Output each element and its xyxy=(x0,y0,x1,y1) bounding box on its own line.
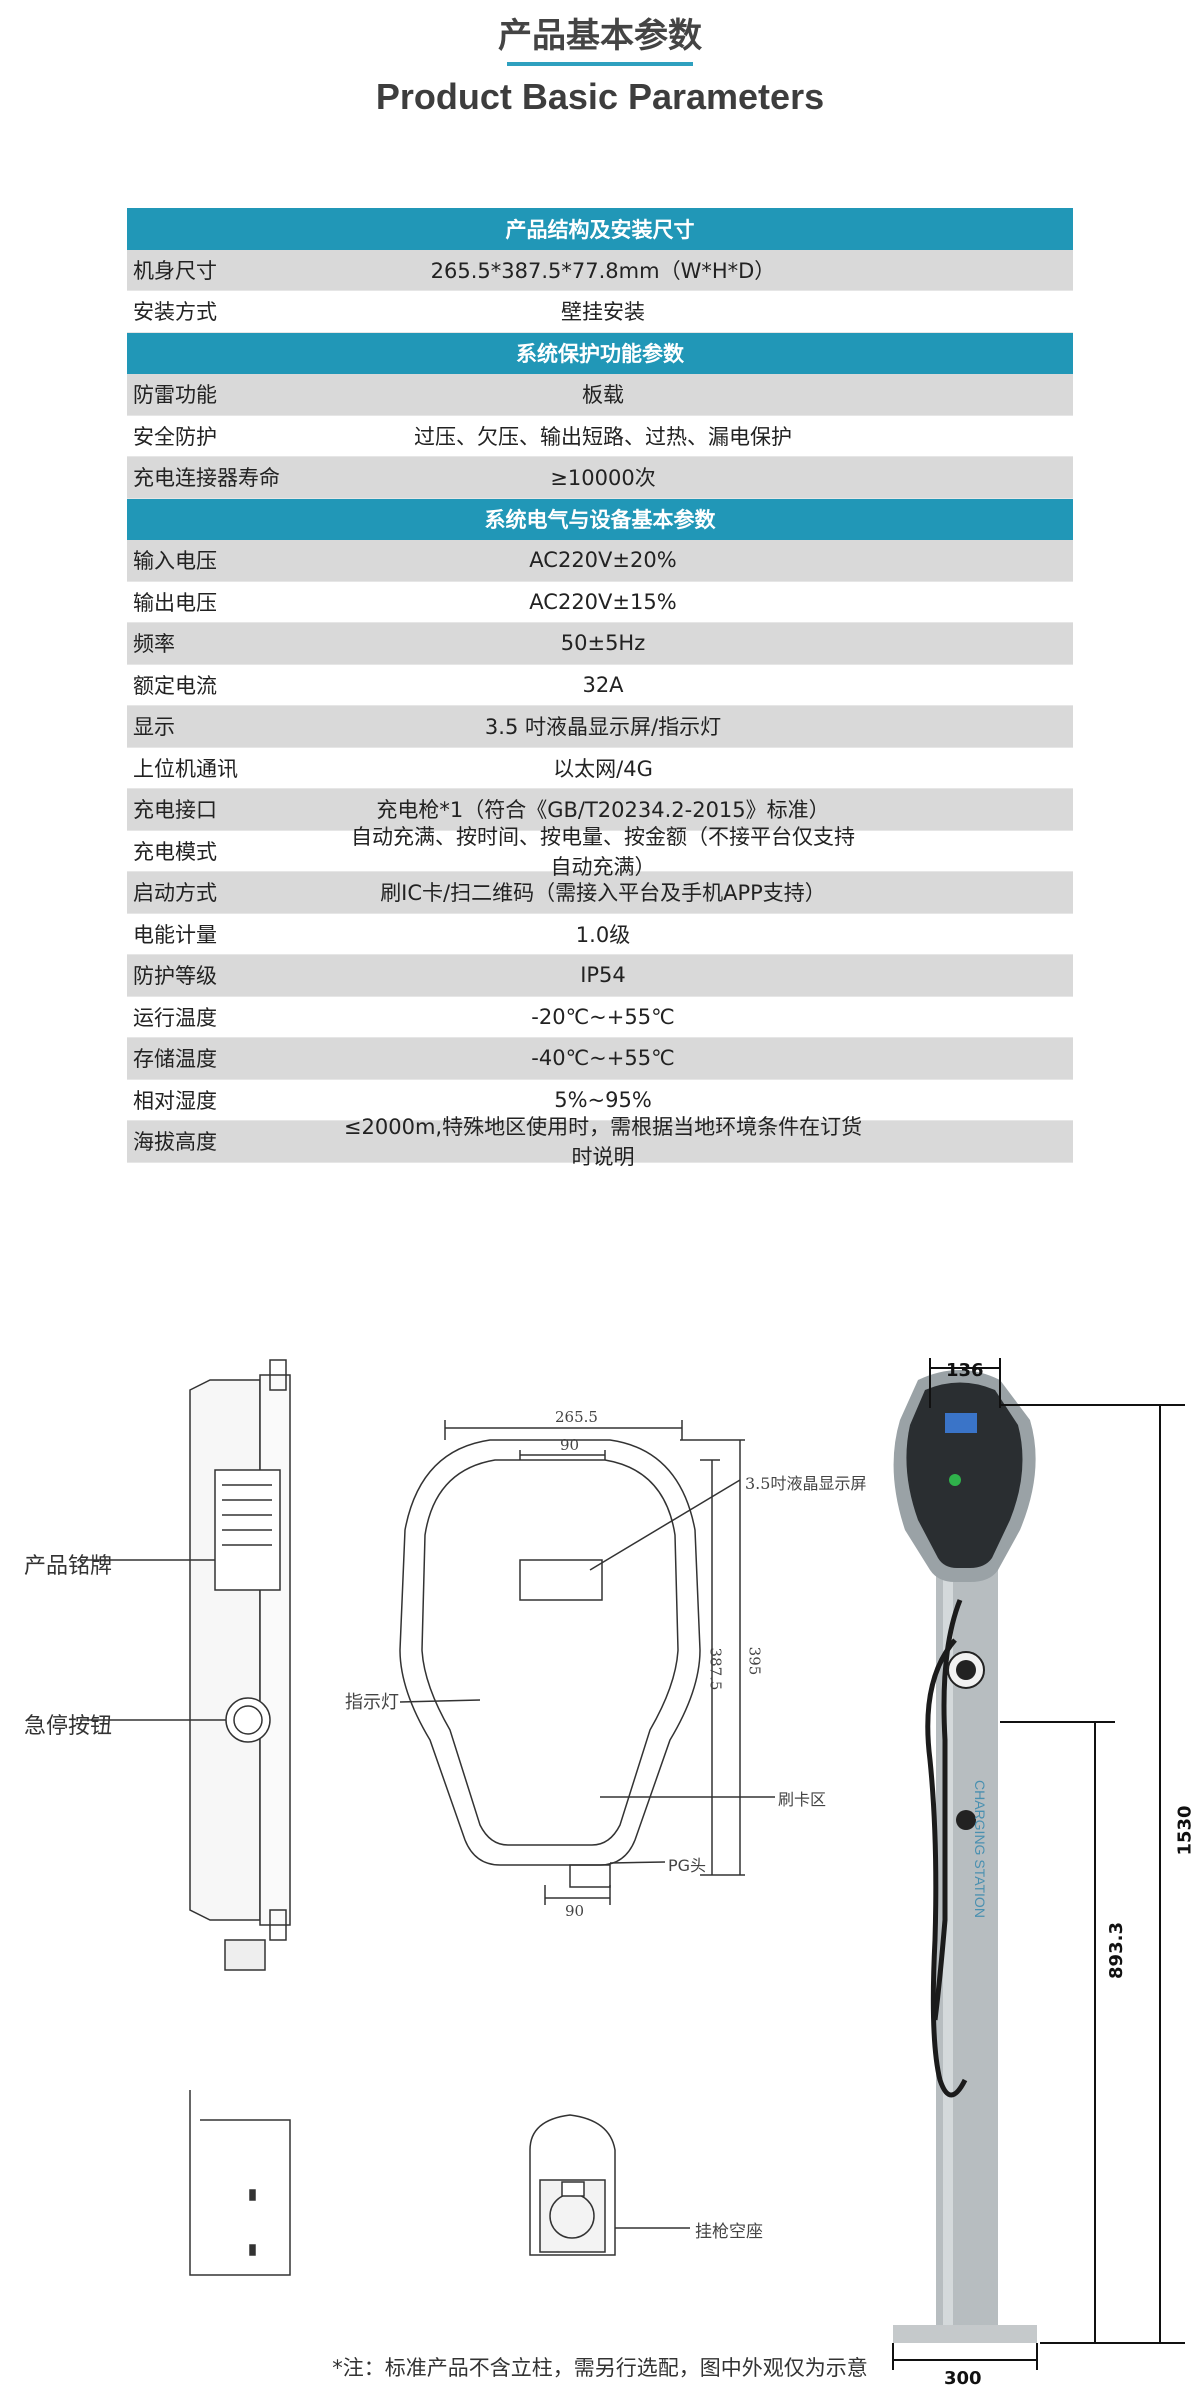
table-row: 输入电压 AC220V±20% xyxy=(127,540,1073,582)
param-value: 壁挂安装 xyxy=(561,300,645,325)
param-name: 额定电流 xyxy=(133,673,217,698)
param-value: 自动充满、按时间、按电量、按金额（不接平台仅支持自动充满） xyxy=(351,824,855,879)
param-name: 海拔高度 xyxy=(133,1130,217,1155)
table-row: 频率 50±5Hz xyxy=(127,623,1073,665)
drawings-area: CHARGING STATION 产品铭牌 急停按钮 265.5 90 90 3… xyxy=(0,1320,1200,2389)
section-heading: 系统电气与设备基本参数 xyxy=(127,498,1073,540)
label-pg: PG头 xyxy=(668,1856,707,1875)
param-name: 存储温度 xyxy=(133,1047,217,1072)
bracket-drawing xyxy=(189,2090,291,2276)
param-name: 安全防护 xyxy=(133,424,217,449)
technical-drawings: CHARGING STATION xyxy=(80,1358,1185,2370)
footnote: *注：标准产品不含立柱，需另行选配，图中外观仅为示意 xyxy=(332,2356,868,2380)
param-name: 防雷功能 xyxy=(133,383,217,408)
param-value: -20℃~+55℃ xyxy=(531,1004,675,1029)
param-value: 265.5*387.5*77.8mm（W*H*D） xyxy=(430,258,776,283)
label-nameplate: 产品铭牌 xyxy=(24,1554,113,1579)
table-row: 电能计量 1.0级 xyxy=(127,914,1073,955)
page-title-cn: 产品基本参数 xyxy=(498,16,702,56)
pole-product-image xyxy=(893,1370,1037,2343)
label-card-area: 刷卡区 xyxy=(778,1790,827,1809)
param-name: 机身尺寸 xyxy=(133,258,217,283)
table-row: 上位机通讯 以太网/4G xyxy=(127,748,1073,789)
param-name: 输入电压 xyxy=(133,549,217,574)
dim-front-width: 265.5 xyxy=(555,1408,598,1426)
param-value: -40℃~+55℃ xyxy=(531,1046,675,1071)
param-value: AC220V±20% xyxy=(529,548,677,573)
param-name: 频率 xyxy=(133,632,175,657)
param-name: 充电接口 xyxy=(133,798,217,823)
param-value: 3.5 吋液晶显示屏/指示灯 xyxy=(484,715,722,740)
param-name: 启动方式 xyxy=(133,881,217,906)
front-view-drawing xyxy=(399,1420,775,1905)
table-row: 运行温度 -20℃~+55℃ xyxy=(127,997,1073,1038)
param-value: AC220V±15% xyxy=(529,589,677,614)
param-name: 上位机通讯 xyxy=(133,756,238,781)
param-value: 过压、欠压、输出短路、过热、漏电保护 xyxy=(414,424,792,449)
table-row: 机身尺寸 265.5*387.5*77.8mm（W*H*D） xyxy=(127,249,1073,291)
section-heading: 产品结构及安装尺寸 xyxy=(127,208,1073,250)
table-row: 启动方式 刷IC卡/扫二维码（需接入平台及手机APP支持） xyxy=(127,872,1073,914)
param-name: 安装方式 xyxy=(133,300,217,325)
spec-table: 产品结构及安装尺寸机身尺寸 265.5*387.5*77.8mm（W*H*D） 安装… xyxy=(127,208,1073,1169)
param-value: 5%~95% xyxy=(554,1087,652,1112)
title-underline xyxy=(507,62,693,66)
param-value: IP54 xyxy=(580,963,626,988)
pole-dimensions xyxy=(892,1358,1185,2370)
table-row: 安装方式 壁挂安装 xyxy=(127,291,1073,333)
table-row: 充电模式 自动充满、按时间、按电量、按金额（不接平台仅支持自动充满） xyxy=(127,825,1073,879)
param-name: 相对湿度 xyxy=(133,1088,217,1113)
dim-front-h1: 387.5 xyxy=(706,1647,725,1691)
dim-pole-mid: 893.3 xyxy=(1105,1922,1127,1979)
param-value: 以太网/4G xyxy=(553,756,653,781)
table-row: 充电连接器寿命 ≥10000次 xyxy=(127,457,1073,499)
table-row: 相对湿度 5%~95% xyxy=(127,1080,1073,1121)
table-row: 显示 3.5 吋液晶显示屏/指示灯 xyxy=(127,706,1073,748)
param-name: 充电连接器寿命 xyxy=(133,466,280,491)
page-title-en: Product Basic Parameters xyxy=(375,76,825,117)
param-value: 1.0级 xyxy=(575,922,631,947)
param-value: 32A xyxy=(582,672,624,697)
param-value: 50±5Hz xyxy=(560,631,646,656)
param-value: 板载 xyxy=(582,383,624,408)
holster-drawing xyxy=(529,2114,690,2256)
param-name: 运行温度 xyxy=(133,1005,217,1030)
dim-pole-top: 136 xyxy=(946,1360,984,1381)
table-row: 输出电压 AC220V±15% xyxy=(127,582,1073,623)
table-row: 存储温度 -40℃~+55℃ xyxy=(127,1038,1073,1080)
table-row: 防雷功能 板载 xyxy=(127,374,1073,416)
dim-front-top: 90 xyxy=(560,1436,580,1454)
side-view-drawing xyxy=(80,1359,291,1971)
table-row: 防护等级 IP54 xyxy=(127,955,1073,997)
param-name: 电能计量 xyxy=(133,922,217,947)
param-name: 输出电压 xyxy=(133,590,217,615)
table-row: 安全防护 过压、欠压、输出短路、过热、漏电保护 xyxy=(127,416,1073,457)
param-value: ≥10000次 xyxy=(550,466,656,491)
label-indicator: 指示灯 xyxy=(345,1692,399,1713)
param-name: 显示 xyxy=(133,715,175,740)
dim-pole-total: 1530 xyxy=(1174,1805,1196,1856)
label-screen: 3.5吋液晶显示屏 xyxy=(745,1474,867,1493)
table-row: 充电接口 充电枪*1（符合《GB/T20234.2-2015》标准） xyxy=(127,789,1073,831)
dim-front-h2: 395 xyxy=(745,1646,764,1676)
param-name: 充电模式 xyxy=(133,839,217,864)
param-value: 充电枪*1（符合《GB/T20234.2-2015》标准） xyxy=(376,798,830,823)
pole-brand-text: CHARGING STATION xyxy=(972,1780,988,1918)
section-heading: 系统保护功能参数 xyxy=(127,332,1073,374)
param-name: 防护等级 xyxy=(133,964,217,989)
table-row: 海拔高度 ≤2000m,特殊地区使用时，需根据当地环境条件在订货时说明 xyxy=(127,1115,1073,1169)
param-value: ≤2000m,特殊地区使用时，需根据当地环境条件在订货时说明 xyxy=(343,1115,863,1170)
dim-pole-base: 300 xyxy=(944,2368,982,2389)
table-row: 额定电流 32A xyxy=(127,665,1073,706)
label-holster: 挂枪空座 xyxy=(695,2222,763,2242)
label-estop: 急停按钮 xyxy=(24,1714,113,1739)
dim-front-bottom: 90 xyxy=(565,1902,585,1920)
param-value: 刷IC卡/扫二维码（需接入平台及手机APP支持） xyxy=(380,881,826,906)
